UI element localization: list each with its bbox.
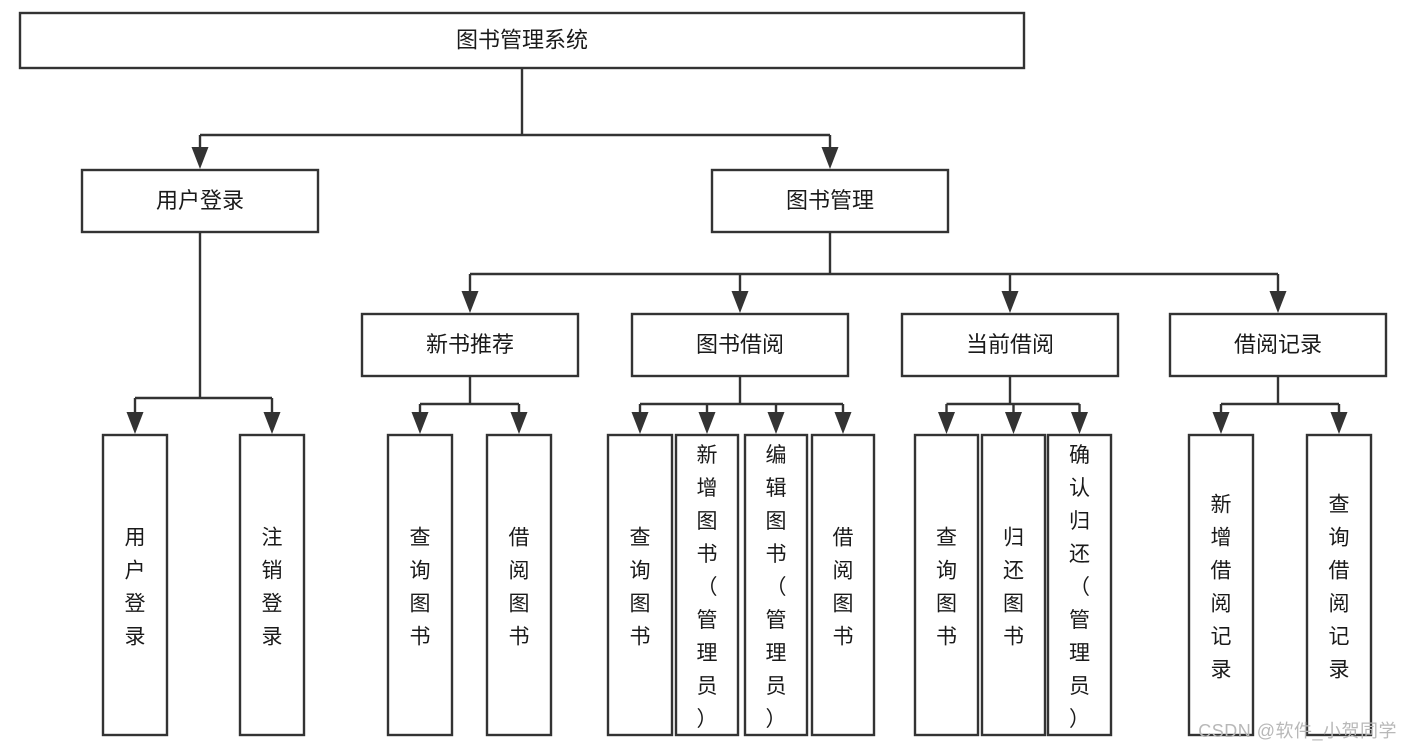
arrow-head-icon <box>698 412 716 434</box>
node-box[interactable] <box>630 312 850 378</box>
arrow-head-icon <box>461 291 479 313</box>
csdn-watermark: CSDN @软件_小贺同学 <box>1198 721 1397 741</box>
arrow-head-icon <box>821 147 839 169</box>
paren-glyph: （ <box>1069 576 1090 599</box>
node-label: 查询图书 <box>410 527 431 649</box>
node-root[interactable]: 图书管理系统 <box>18 11 1026 70</box>
arrow-head-icon <box>767 412 785 434</box>
node-box[interactable] <box>386 433 454 737</box>
arrow-head-icon <box>938 412 955 434</box>
node-leaf-query-book-3[interactable]: 查询图书 <box>913 433 980 737</box>
node-label: 新增借阅记录 <box>1211 494 1232 682</box>
arrow-head-icon <box>191 147 209 169</box>
node-layer: 图书管理系统用户登录图书管理新书推荐图书借阅当前借阅借阅记录用户登录注销登录查询… <box>18 11 1388 737</box>
connector-new-book-rec <box>411 376 528 434</box>
node-box[interactable] <box>80 168 320 234</box>
arrow-head-icon <box>1005 412 1022 434</box>
connector-book-manage <box>461 232 1287 313</box>
node-box[interactable] <box>900 312 1120 378</box>
node-new-book-rec[interactable]: 新书推荐 <box>360 312 580 378</box>
arrow-head-icon <box>1071 412 1088 434</box>
arrow-head-icon <box>834 412 852 434</box>
arrow-head-icon <box>731 291 749 313</box>
node-label: 确认归还（管理员） <box>1069 444 1090 731</box>
node-box[interactable] <box>18 11 1026 70</box>
node-label: 注销登录 <box>262 527 283 649</box>
node-box[interactable] <box>1168 312 1388 378</box>
node-borrow-record[interactable]: 借阅记录 <box>1168 312 1388 378</box>
node-leaf-return-book[interactable]: 归还图书 <box>980 433 1047 737</box>
paren-glyph: ） <box>697 708 718 731</box>
paren-glyph: （ <box>697 576 718 599</box>
paren-glyph: ） <box>766 708 787 731</box>
node-user-login[interactable]: 用户登录 <box>80 168 320 234</box>
arrow-head-icon <box>1330 412 1348 434</box>
node-box[interactable] <box>238 433 306 737</box>
node-box[interactable] <box>810 433 876 737</box>
node-leaf-query-record[interactable]: 查询借阅记录 <box>1305 433 1373 737</box>
node-label: 新增图书（管理员） <box>697 444 718 731</box>
node-box[interactable] <box>101 433 169 737</box>
arrow-head-icon <box>263 412 281 434</box>
node-box[interactable] <box>1305 433 1373 737</box>
node-book-manage[interactable]: 图书管理 <box>710 168 950 234</box>
node-label: 编辑图书（管理员） <box>766 444 787 731</box>
node-leaf-borrow-book-1[interactable]: 借阅图书 <box>485 433 553 737</box>
node-label: 图书管理 <box>786 188 874 213</box>
node-box[interactable] <box>743 433 809 737</box>
node-label: 新书推荐 <box>426 332 514 357</box>
node-leaf-user-login[interactable]: 用户登录 <box>101 433 169 737</box>
node-label: 归还图书 <box>1003 527 1024 649</box>
node-box[interactable] <box>606 433 674 737</box>
arrow-head-icon <box>1269 291 1287 313</box>
node-leaf-logout[interactable]: 注销登录 <box>238 433 306 737</box>
node-leaf-edit-book[interactable]: 编辑图书（管理员） <box>743 433 809 737</box>
node-leaf-confirm-return[interactable]: 确认归还（管理员） <box>1046 433 1113 737</box>
node-box[interactable] <box>360 312 580 378</box>
node-leaf-borrow-book-2[interactable]: 借阅图书 <box>810 433 876 737</box>
node-label: 借阅图书 <box>509 527 530 649</box>
node-box[interactable] <box>980 433 1047 737</box>
arrow-head-icon <box>510 412 528 434</box>
arrow-head-icon <box>1212 412 1230 434</box>
node-label: 用户登录 <box>125 527 146 649</box>
arrow-head-icon <box>1001 291 1019 313</box>
node-label: 图书管理系统 <box>456 27 588 52</box>
arrow-head-icon <box>631 412 649 434</box>
node-label: 当前借阅 <box>966 332 1054 357</box>
node-leaf-query-book-2[interactable]: 查询图书 <box>606 433 674 737</box>
paren-glyph: （ <box>766 576 787 599</box>
node-box[interactable] <box>1187 433 1255 737</box>
node-label: 图书借阅 <box>696 332 784 357</box>
connector-root <box>191 68 839 169</box>
node-current-borrow[interactable]: 当前借阅 <box>900 312 1120 378</box>
node-label: 查询借阅记录 <box>1329 494 1350 682</box>
arrow-head-icon <box>126 412 144 434</box>
node-leaf-query-book-1[interactable]: 查询图书 <box>386 433 454 737</box>
node-box[interactable] <box>485 433 553 737</box>
node-label: 用户登录 <box>156 188 244 213</box>
node-book-borrow[interactable]: 图书借阅 <box>630 312 850 378</box>
paren-glyph: ） <box>1069 708 1090 731</box>
node-label: 借阅记录 <box>1234 332 1322 357</box>
connector-layer <box>126 68 1348 434</box>
node-leaf-add-book[interactable]: 新增图书（管理员） <box>674 433 740 737</box>
node-label: 查询图书 <box>630 527 651 649</box>
node-label: 借阅图书 <box>833 527 854 649</box>
arrow-head-icon <box>411 412 429 434</box>
node-label: 查询图书 <box>936 527 957 649</box>
connector-user-login <box>126 232 281 434</box>
node-box[interactable] <box>913 433 980 737</box>
connector-current-borrow <box>938 376 1088 434</box>
node-box[interactable] <box>710 168 950 234</box>
node-box[interactable] <box>1046 433 1113 737</box>
connector-borrow-record <box>1212 376 1348 434</box>
node-box[interactable] <box>674 433 740 737</box>
node-leaf-add-record[interactable]: 新增借阅记录 <box>1187 433 1255 737</box>
connector-book-borrow <box>631 376 852 434</box>
